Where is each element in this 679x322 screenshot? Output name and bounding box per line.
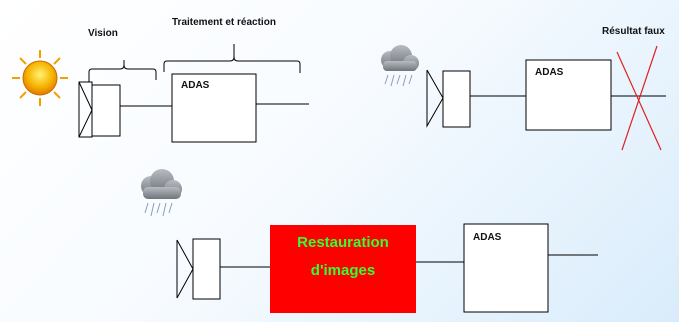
camera-sensor-sunny [78,81,172,138]
traitement-label: Traitement et réaction [172,17,276,28]
adas-label-restored: ADAS [473,232,502,243]
adas-block-restored [463,223,598,313]
camera-sensor-restored [176,238,270,300]
adas-label-sunny: ADAS [181,80,210,91]
traitement-bracket [163,44,301,73]
vision-bracket [88,60,157,82]
adas-block-sunny [171,73,309,143]
camera-sensor-rainy [426,69,526,128]
vision-label: Vision [88,28,118,39]
restoration-label-line1: Restauration [297,234,389,251]
resultat-faux-label: Résultat faux [602,26,665,37]
sun-icon [12,50,68,106]
adas-block-rainy [525,59,666,131]
restoration-label-line2: d'images [310,262,376,279]
wrong-result-cross [616,45,662,151]
adas-label-rainy: ADAS [535,67,564,78]
restoration-block [270,225,464,313]
rain-cloud-icon [141,169,182,217]
rain-cloud-icon [381,45,419,87]
